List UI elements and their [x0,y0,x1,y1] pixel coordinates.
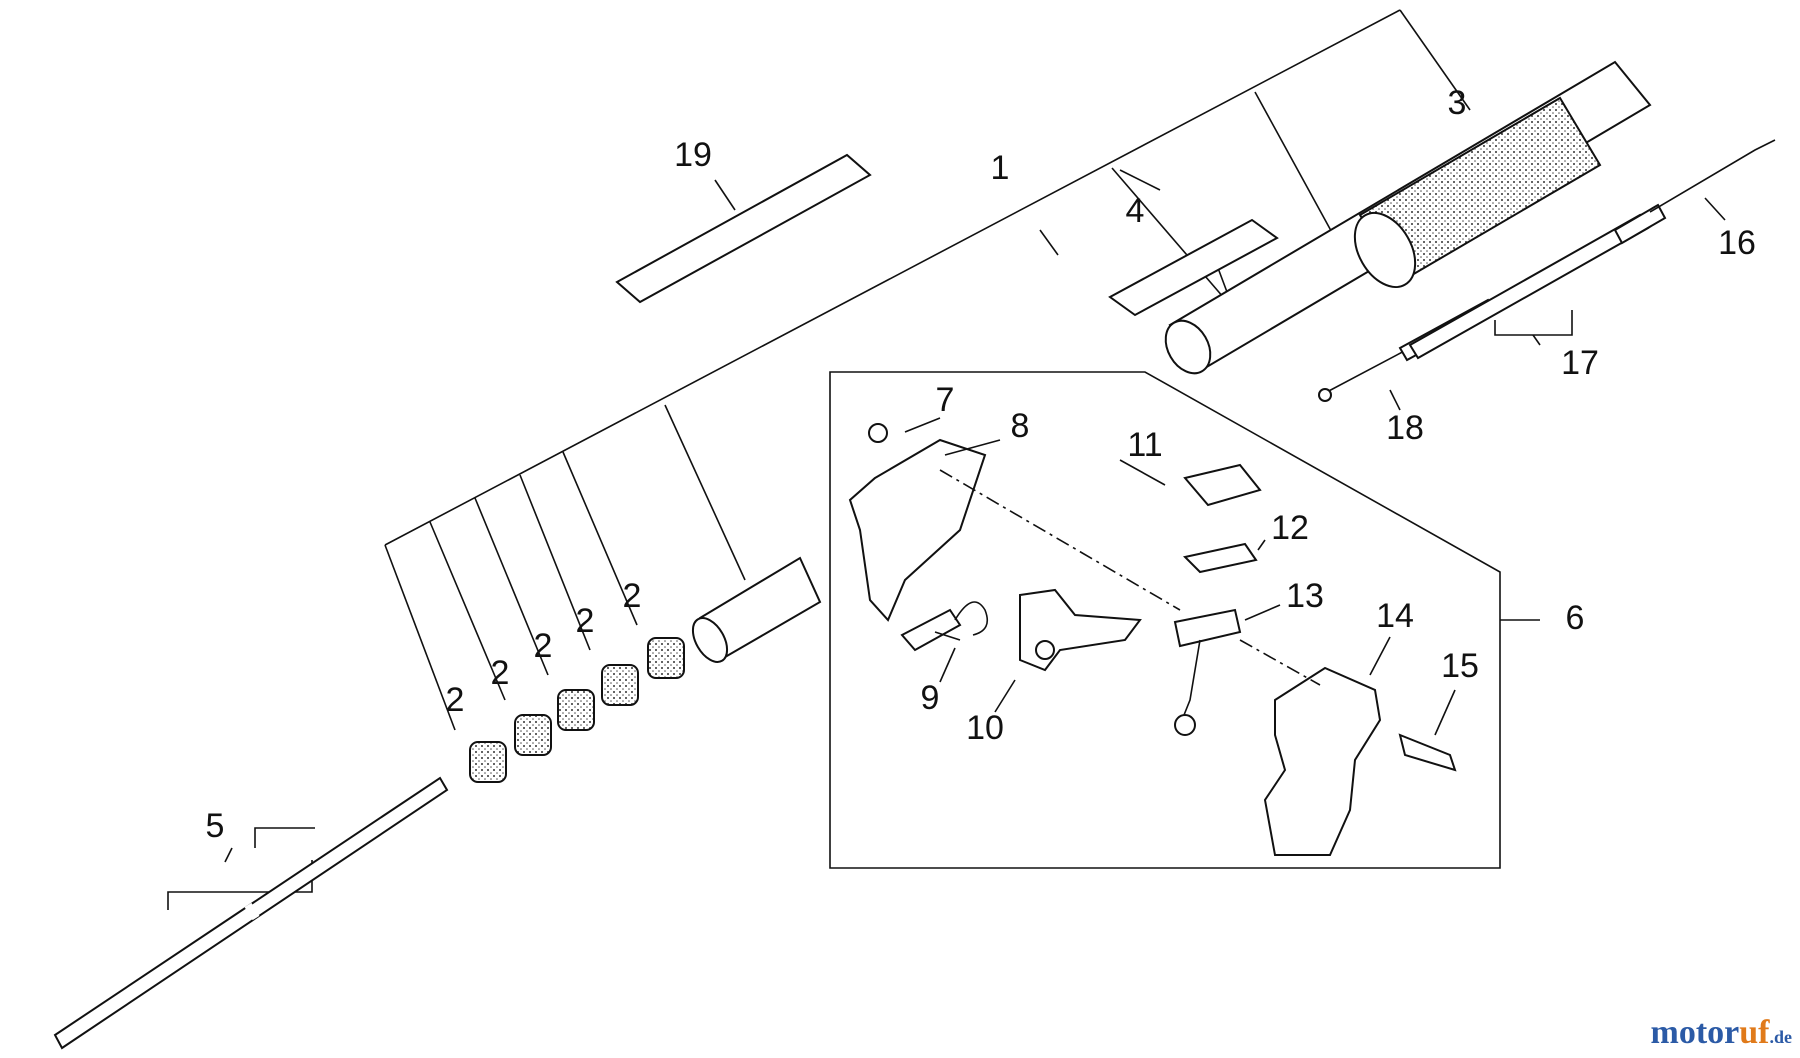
callout-6: 6 [1566,599,1585,637]
callout-3: 3 [1448,84,1467,122]
callout-2: 2 [576,602,595,640]
callout-2: 2 [491,654,510,692]
decal-4 [1108,218,1279,317]
callout-9: 9 [921,679,940,717]
callout-14: 14 [1376,597,1414,635]
tube-section [691,556,822,663]
throttle-cable [1318,139,1776,402]
callout-4: 4 [1126,192,1145,230]
callout-2: 2 [534,627,553,665]
trigger-assembly-frame [829,371,1501,869]
callout-11: 11 [1127,426,1162,464]
callout-1: 1 [991,149,1010,187]
trigger-assembly [848,423,1457,856]
bearing-set [469,637,685,783]
watermark-logo: motoruf.de [1650,1014,1792,1051]
callout-2: 2 [446,681,465,719]
callout-15: 15 [1441,647,1479,685]
callout-labels: 1 2 2 2 2 2 3 4 5 6 7 8 9 10 11 12 13 14… [206,84,1756,845]
handle-grip [1164,60,1652,375]
callout-17: 17 [1561,344,1599,382]
callout-8: 8 [1011,407,1030,445]
callout-12: 12 [1271,509,1309,547]
callout-19: 19 [674,136,712,174]
callout-7: 7 [936,381,955,419]
callout-18: 18 [1386,409,1424,447]
label-leaders [904,417,1456,736]
callout-10: 10 [966,709,1004,747]
callout-5: 5 [206,807,225,845]
drive-shaft [53,776,449,1050]
callout-2: 2 [623,577,642,615]
callout-13: 13 [1286,577,1324,615]
decal-19 [615,153,872,304]
callout-16: 16 [1718,224,1756,262]
